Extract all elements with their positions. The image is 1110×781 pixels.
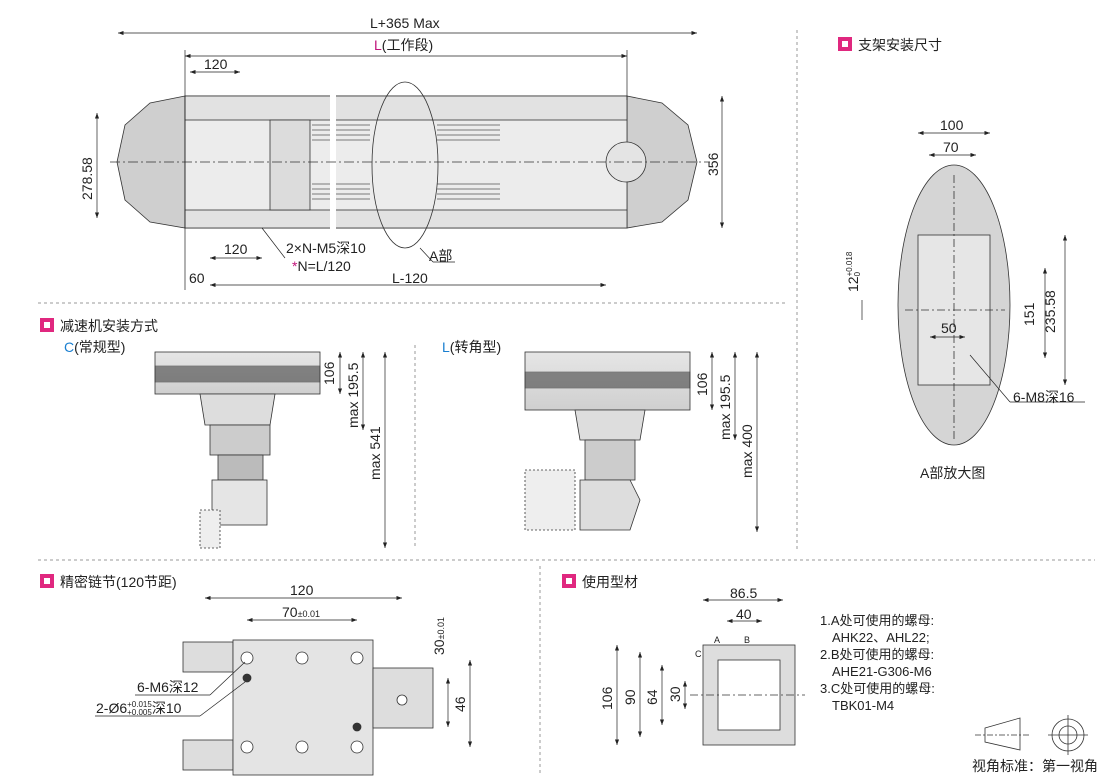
dim-height-left: 278.58 — [79, 157, 95, 200]
section-marker-icon — [40, 574, 54, 588]
tol-12-lower: 0 — [853, 271, 863, 277]
profile-title-text: 使用型材 — [582, 574, 638, 590]
profile-drawing — [690, 644, 805, 746]
bracket-dim-70: 70 — [943, 139, 959, 155]
profile-dim-90: 90 — [622, 689, 638, 705]
tol-70: ±0.01 — [297, 609, 321, 619]
chain-note-pin: 2-Ø6+0.015+0.005深10 — [96, 701, 181, 717]
reducer-c-drawing — [154, 351, 321, 549]
note-line: TBK01-M4 — [832, 698, 895, 713]
pin-tol-lower: +0.005 — [127, 708, 152, 718]
dim-l-letter: L — [374, 37, 382, 53]
l-type-text: (转角型) — [449, 339, 502, 355]
note-line: 3.C处可使用的螺母: — [820, 681, 935, 696]
note-line: 1.A处可使用的螺母: — [820, 613, 935, 628]
projection-label: 视角标准：第一视角 — [972, 758, 1098, 774]
profile-dimensions — [614, 597, 783, 745]
bracket-detail-drawing — [897, 164, 1011, 446]
hole-note: 2×N-M5深10 — [286, 240, 366, 256]
bracket-title-text: 支架安装尺寸 — [858, 37, 942, 53]
section-dividers — [38, 30, 1095, 775]
c-dim-106: 106 — [321, 361, 337, 385]
section-marker-icon — [40, 318, 54, 332]
pin-tol-upper: +0.015 — [127, 700, 152, 710]
chain-note-m6: 6-M6深12 — [137, 679, 199, 695]
dim-70-value: 70 — [282, 604, 298, 620]
l-dim-400: max 400 — [739, 424, 755, 478]
chain-link-title: 精密链节(120节距) — [40, 574, 177, 589]
top-view-dimensions — [94, 30, 725, 290]
bracket-caption: A部放大图 — [920, 465, 986, 481]
first-angle-projection-icon — [975, 715, 1088, 755]
dim-working-length: L(工作段) — [374, 38, 433, 52]
c-type-letter: C — [64, 339, 75, 355]
chain-dim-30: 30±0.01 — [431, 616, 447, 655]
l-type-label: L(转角型) — [442, 340, 501, 354]
l-dim-195: max 195.5 — [717, 374, 733, 440]
note-line: 2.B处可使用的螺母: — [820, 647, 935, 662]
c-type-label: C(常规型) — [64, 340, 125, 354]
dim-pitch-bottom: 120 — [224, 241, 248, 257]
profile-dim-86: 86.5 — [730, 585, 758, 601]
c-type-text: (常规型) — [74, 339, 126, 355]
reducer-c-dimensions — [337, 352, 388, 548]
pin-prefix: 2-Ø6 — [96, 700, 128, 716]
tol-30: ±0.01 — [436, 616, 446, 640]
reducer-title-text: 减速机安装方式 — [60, 318, 158, 334]
bracket-dim-100: 100 — [940, 117, 964, 133]
chain-dim-120: 120 — [290, 582, 314, 598]
chain-link-title-text: 精密链节(120节距) — [60, 574, 177, 590]
bracket-hole-note: 6-M8深16 — [1013, 389, 1075, 405]
reducer-title: 减速机安装方式 — [40, 318, 158, 333]
profile-dim-64: 64 — [644, 689, 660, 705]
profile-title: 使用型材 — [562, 574, 638, 589]
section-marker-icon — [562, 574, 576, 588]
chain-link-dimensions — [95, 595, 473, 747]
dim-span: L-120 — [392, 270, 428, 286]
reducer-l-dimensions — [709, 352, 760, 532]
l-dim-106: 106 — [694, 372, 710, 396]
c-dim-195: max 195.5 — [345, 362, 361, 428]
chain-link-drawing — [182, 639, 434, 776]
l-type-letter: L — [442, 339, 450, 355]
dim-height-right: 356 — [705, 152, 721, 176]
chain-dim-70: 70±0.01 — [282, 605, 320, 619]
reducer-l-drawing — [524, 351, 691, 531]
pin-suffix: 深10 — [151, 700, 182, 716]
n-note: *N=L/120 — [292, 259, 351, 273]
n-note-text: N=L/120 — [297, 258, 351, 274]
slot-label-a: A — [714, 635, 721, 645]
bracket-dimensions — [861, 130, 1085, 403]
section-marker-icon — [838, 37, 852, 51]
slot-label-c: C — [695, 649, 702, 659]
slot-label-b: B — [744, 635, 751, 645]
bracket-dim-151: 151 — [1021, 302, 1037, 326]
top-view-drawing — [110, 81, 710, 249]
note-line: AHK22、AHL22; — [832, 630, 930, 645]
note-line: AHE21-G306-M6 — [832, 664, 932, 679]
dim-pitch-top: 120 — [204, 56, 228, 72]
bracket-dim-50: 50 — [941, 320, 957, 336]
dim-l-label: (工作段) — [381, 37, 434, 53]
profile-dim-40: 40 — [736, 606, 752, 622]
profile-dim-30: 30 — [667, 686, 683, 702]
dim-30-value: 30 — [431, 639, 447, 655]
nut-notes: 1.A处可使用的螺母: AHK22、AHL22; 2.B处可使用的螺母: AHE… — [820, 612, 935, 714]
bracket-dim-235: 235.58 — [1042, 290, 1058, 333]
detail-a-ref: A部 — [429, 248, 453, 264]
chain-dim-46: 46 — [452, 696, 468, 712]
dim-total-length: L+365 Max — [370, 15, 440, 31]
profile-dim-106: 106 — [599, 686, 615, 710]
bracket-title: 支架安装尺寸 — [838, 37, 942, 52]
c-dim-541: max 541 — [367, 426, 383, 480]
dim-offset: 60 — [189, 270, 205, 286]
dim-12-value: 12 — [845, 276, 861, 292]
n-note-star: * — [292, 258, 298, 274]
